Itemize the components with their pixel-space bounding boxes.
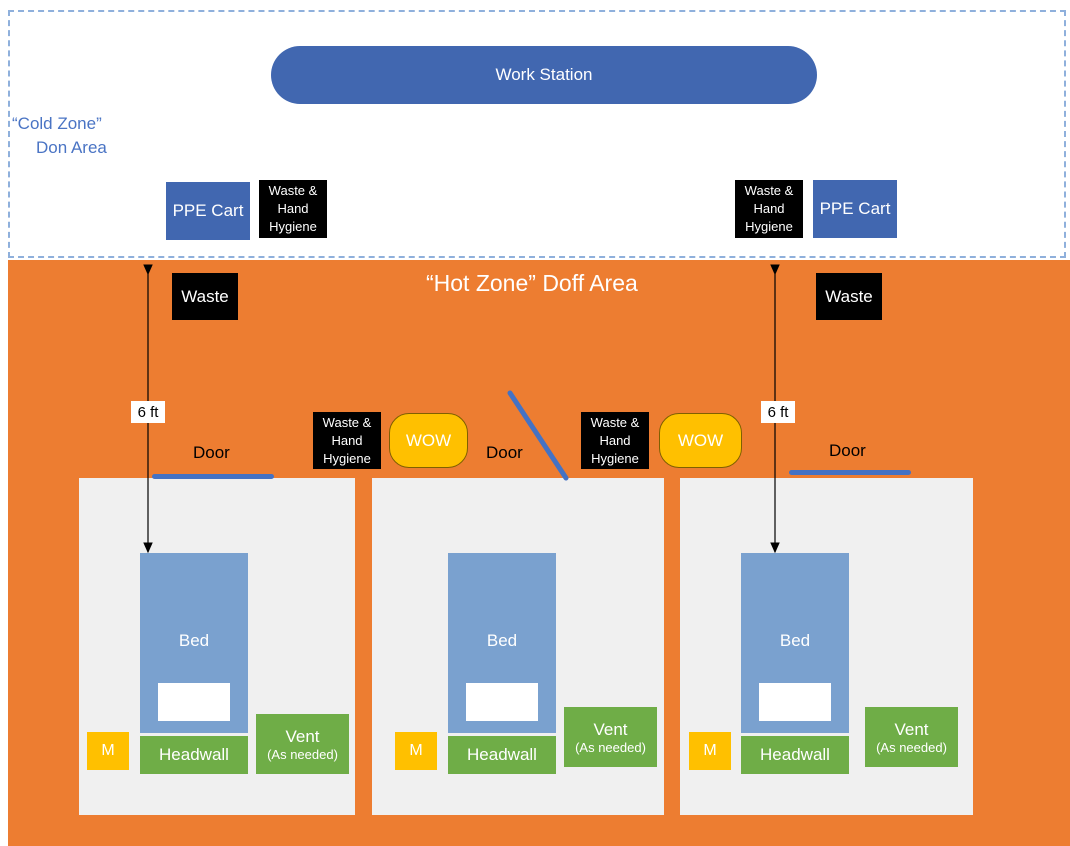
waste-bin-right: Waste xyxy=(816,273,882,320)
cold-zone-label: “Cold Zone” Don Area xyxy=(12,112,107,160)
vent-sub-room-3: (As needed) xyxy=(876,739,947,755)
bed-label-room-2: Bed xyxy=(486,631,518,650)
vent-label-room-3: Vent xyxy=(894,719,929,739)
work-station: Work Station xyxy=(271,46,817,104)
bed-label-room-3: Bed xyxy=(779,631,811,650)
pillow-room-2 xyxy=(466,683,538,721)
pillow-room-1 xyxy=(158,683,230,721)
headwall-room-2: Headwall xyxy=(448,736,556,774)
waste-hand-hygiene-cold-left: Waste & Hand Hygiene xyxy=(259,180,327,238)
six-ft-label-right: 6 ft xyxy=(761,401,795,423)
monitor-room-2: M xyxy=(395,732,437,770)
six-ft-label-left: 6 ft xyxy=(131,401,165,423)
cold-zone-area xyxy=(8,10,1066,258)
vent-sub-room-2: (As needed) xyxy=(575,739,646,755)
waste-bin-left: Waste xyxy=(172,273,238,320)
vent-sub-room-1: (As needed) xyxy=(267,746,338,762)
vent-room-3: Vent (As needed) xyxy=(865,707,958,767)
monitor-room-1: M xyxy=(87,732,129,770)
vent-label-room-2: Vent xyxy=(593,719,628,739)
hot-zone-label: “Hot Zone” Doff Area xyxy=(426,270,638,296)
vent-room-1: Vent (As needed) xyxy=(256,714,349,774)
vent-room-2: Vent (As needed) xyxy=(564,707,657,767)
pillow-room-3 xyxy=(759,683,831,721)
headwall-label-room-2: Headwall xyxy=(467,745,537,764)
wow-cart-left: WOW xyxy=(389,413,468,468)
door-label-room-3: Door xyxy=(829,441,866,460)
cold-zone-boundary xyxy=(8,256,1066,258)
headwall-room-3: Headwall xyxy=(741,736,849,774)
bed-label-room-1: Bed xyxy=(178,631,210,650)
monitor-room-3: M xyxy=(689,732,731,770)
door-room-1 xyxy=(152,474,274,479)
waste-hand-hygiene-hot-left: Waste & Hand Hygiene xyxy=(313,412,381,469)
cold-zone-label-line2: Don Area xyxy=(36,138,107,157)
door-label-room-2: Door xyxy=(486,443,523,462)
headwall-label-room-3: Headwall xyxy=(760,745,830,764)
door-label-room-1: Door xyxy=(193,443,230,462)
door-room-3 xyxy=(789,470,911,475)
headwall-label-room-1: Headwall xyxy=(159,745,229,764)
headwall-room-1: Headwall xyxy=(140,736,248,774)
ppe-cart-right: PPE Cart xyxy=(813,180,897,238)
waste-hand-hygiene-hot-right: Waste & Hand Hygiene xyxy=(581,412,649,469)
wow-cart-right: WOW xyxy=(659,413,742,468)
ppe-cart-left: PPE Cart xyxy=(166,182,250,240)
waste-hand-hygiene-cold-right: Waste & Hand Hygiene xyxy=(735,180,803,238)
door-room-2 xyxy=(507,390,569,481)
vent-label-room-1: Vent xyxy=(285,726,320,746)
cold-zone-label-line1: “Cold Zone” xyxy=(12,114,102,133)
